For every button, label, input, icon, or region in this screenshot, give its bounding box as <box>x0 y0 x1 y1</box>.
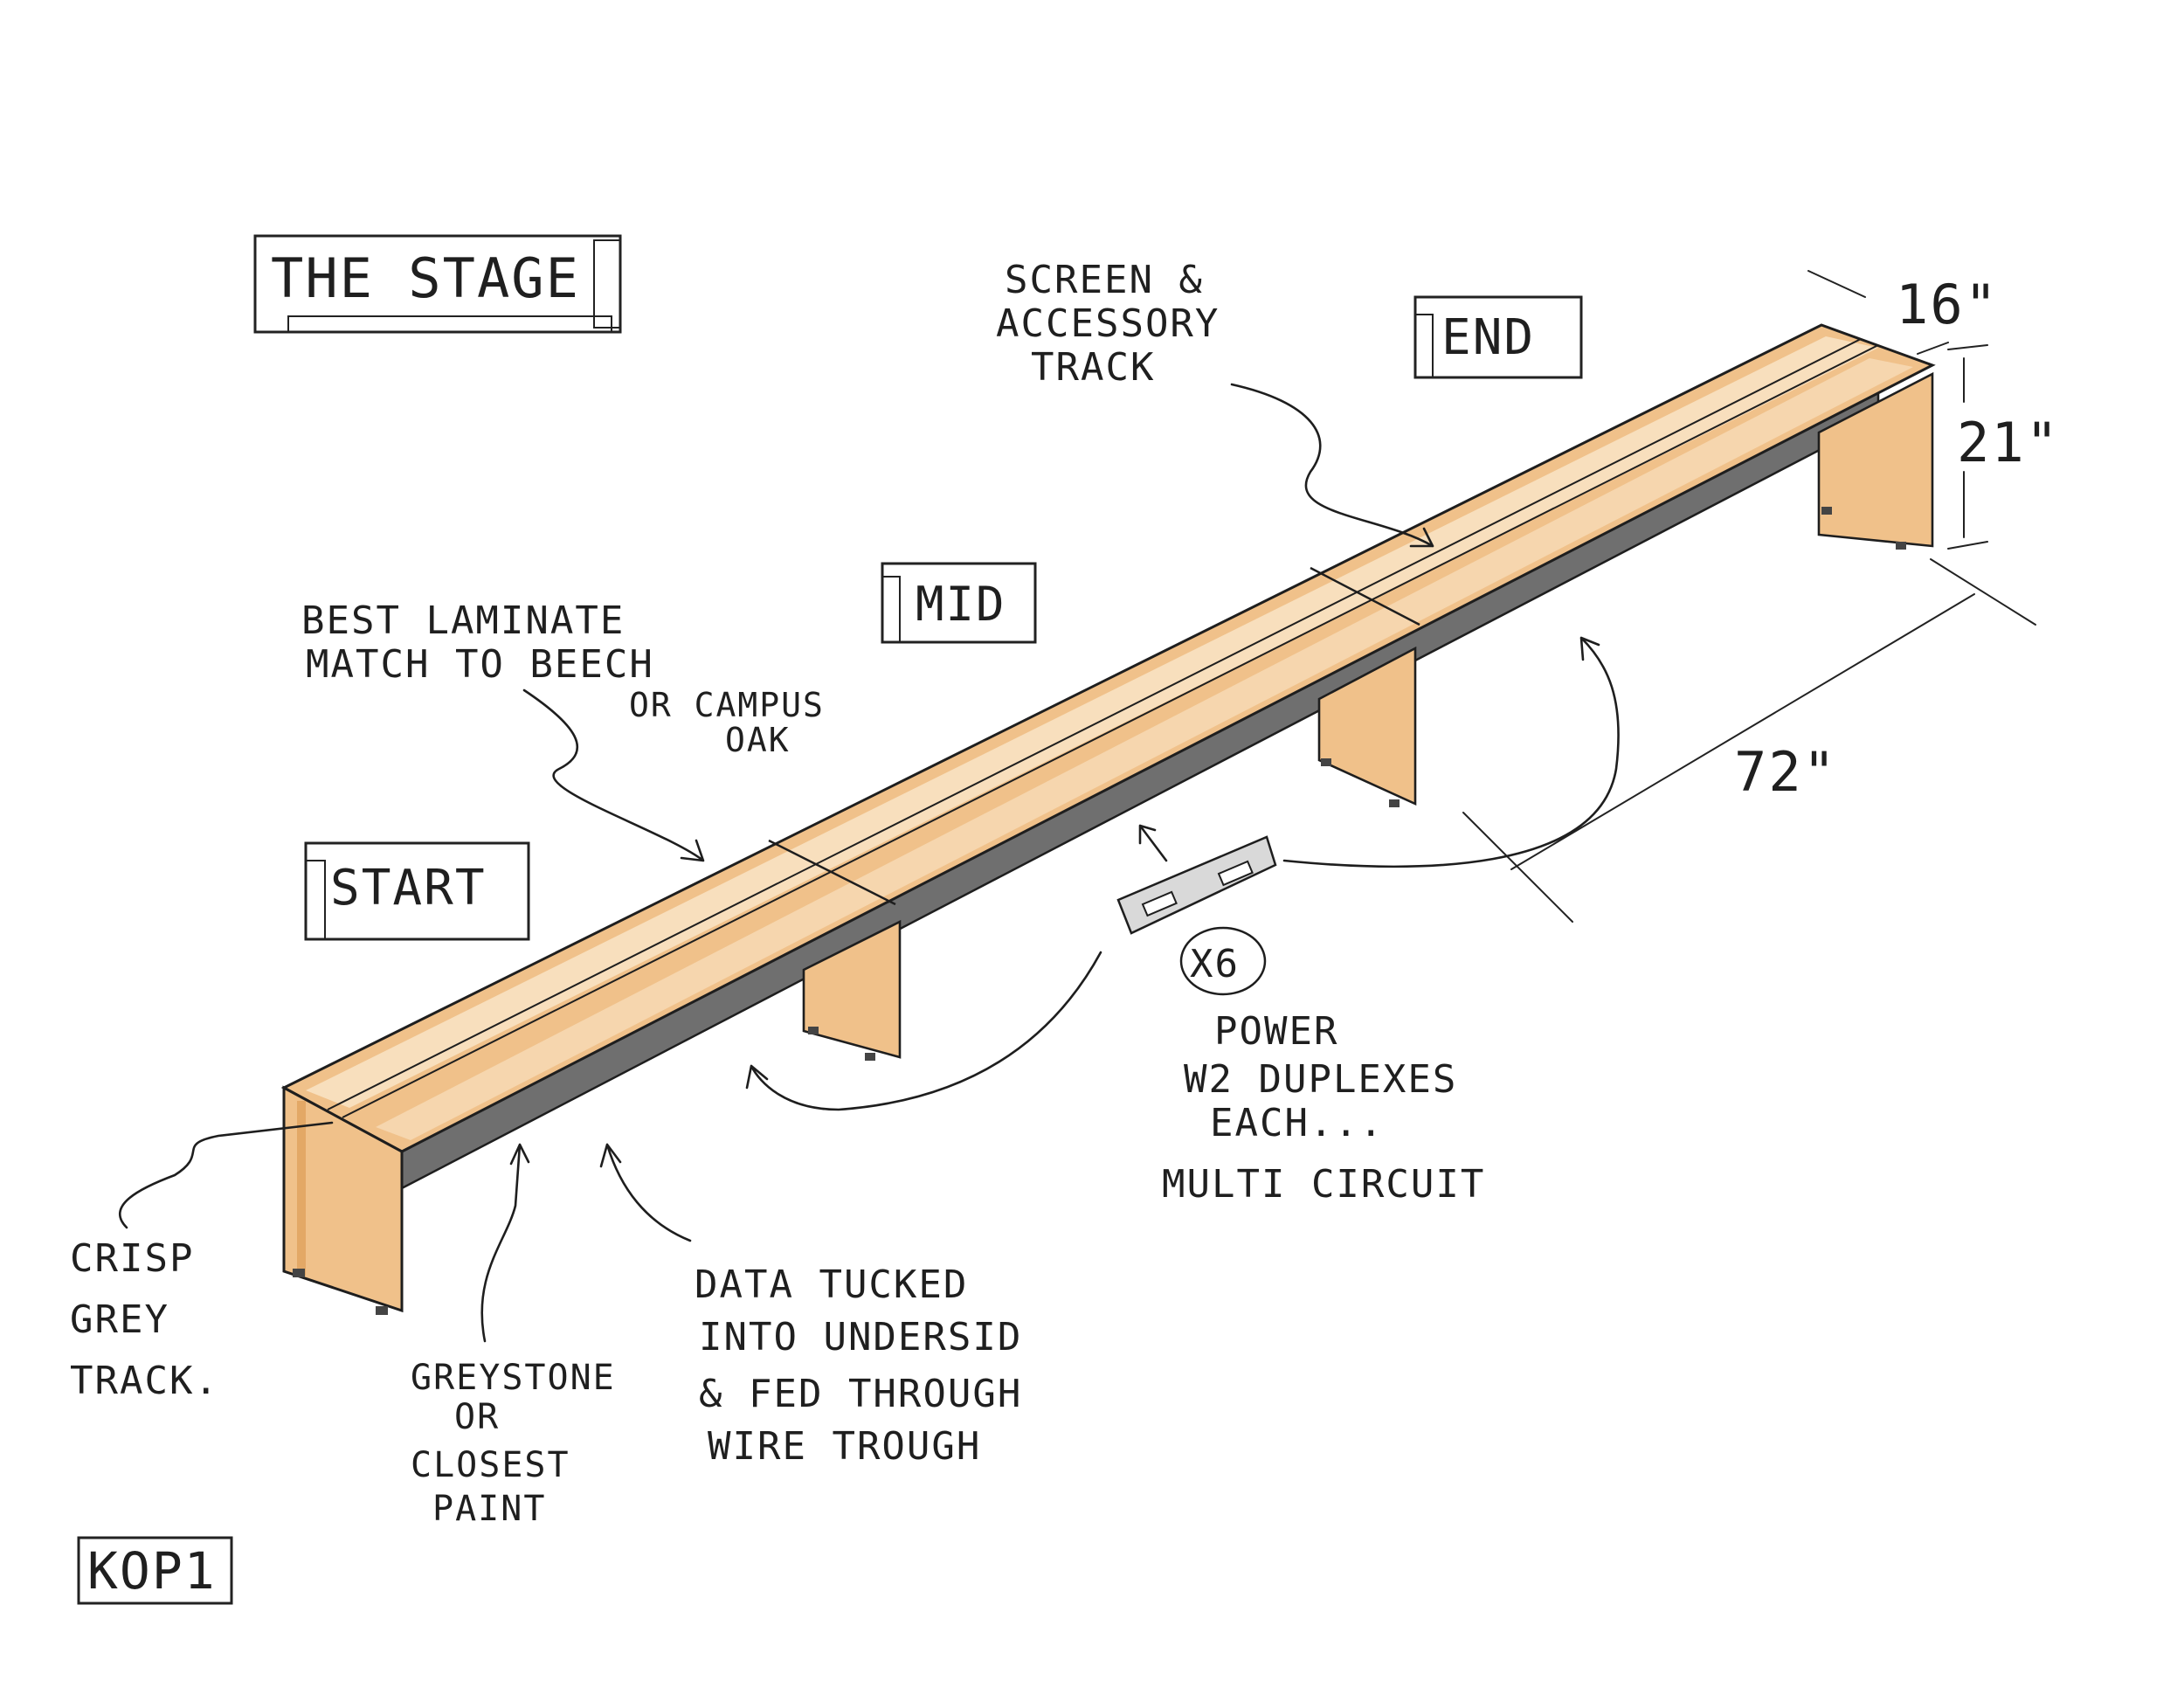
dimension-text: 16" <box>1896 273 1999 336</box>
callout-line: EACH... <box>1210 1101 1384 1145</box>
accessory-track-line-a <box>327 338 1862 1110</box>
callout-line: & FED THROUGH <box>699 1372 1022 1416</box>
leg-start <box>282 1085 404 1313</box>
top-highlight-2 <box>376 358 1913 1140</box>
bench-illustration <box>280 323 1936 1315</box>
label-text: END <box>1441 309 1535 366</box>
tabletop <box>280 323 1936 1153</box>
leader-arrow <box>1282 636 1620 868</box>
box-hatch-left <box>1414 314 1434 378</box>
foot <box>376 1306 388 1315</box>
callout-line: POWER <box>1214 1009 1338 1054</box>
leader-arrow <box>1230 383 1434 548</box>
seam-1 <box>768 839 896 906</box>
seam-2 <box>1310 566 1420 626</box>
foot <box>1321 758 1331 766</box>
leader-arrow <box>745 951 1102 1111</box>
foot <box>293 1269 305 1277</box>
callout-line: PAINT <box>432 1489 546 1529</box>
top-highlight <box>306 336 1878 1108</box>
callout-line: OR CAMPUS <box>629 686 825 724</box>
leader-arrow <box>522 688 705 862</box>
callout-line: MULTI CIRCUIT <box>1162 1162 1485 1207</box>
callout-line: SCREEN & <box>1005 258 1204 302</box>
callout-greystone: GREYSTONE OR CLOSEST PAINT <box>411 1143 616 1529</box>
callout-line: GREYSTONE <box>411 1358 616 1398</box>
callout-laminate: BEST LAMINATE MATCH TO BEECH OR CAMPUS O… <box>301 598 825 862</box>
callout-line: DATA TUCKED <box>695 1263 968 1307</box>
callout-line: TRACK <box>1031 345 1155 390</box>
dimension-text: 72" <box>1734 740 1837 804</box>
label-text: KOP1 <box>87 1541 217 1601</box>
depth-leader <box>1807 270 1949 355</box>
dimension-text: 21" <box>1957 411 2060 474</box>
duplex-outlet <box>1217 860 1254 887</box>
callout-line: CRISP <box>70 1236 194 1281</box>
leader-line <box>119 1121 334 1229</box>
foot <box>1896 542 1906 550</box>
box-hatch-bottom <box>287 315 612 333</box>
box-hatch-left <box>881 576 901 643</box>
dimension-height: 21" <box>1947 344 2060 550</box>
label-sheet-id: KOP1 <box>77 1536 233 1605</box>
length-line <box>1462 558 2036 923</box>
foot <box>1389 799 1400 807</box>
qty-circle <box>1179 926 1267 996</box>
label-the-stage: THE STAGE <box>253 234 622 334</box>
leader-arrow <box>599 1143 692 1242</box>
label-text: THE STAGE <box>271 246 580 310</box>
callout-line: TRACK. <box>70 1359 219 1403</box>
callout-data: DATA TUCKED INTO UNDERSID & FED THROUGH … <box>599 1143 1022 1469</box>
dimension-length: 72" <box>1462 558 2036 923</box>
foot <box>865 1053 875 1061</box>
power-module <box>1116 824 1277 935</box>
label-end: END <box>1413 295 1583 379</box>
foot <box>1821 507 1832 515</box>
power-arrow <box>1138 824 1168 862</box>
leg-mid-left <box>802 919 902 1059</box>
callout-line: WIRE TROUGH <box>708 1424 981 1469</box>
callout-line: MATCH TO BEECH <box>306 642 654 687</box>
label-text: START <box>330 860 487 917</box>
callout-line: OAK <box>725 721 791 759</box>
callout-line: ACCESSORY <box>996 301 1220 346</box>
leader-arrow <box>480 1143 530 1343</box>
callout-crisp: CRISP GREY TRACK. <box>70 1121 334 1403</box>
label-box <box>77 1536 233 1605</box>
callout-line: INTO UNDERSID <box>699 1315 1022 1359</box>
height-line <box>1947 344 1988 550</box>
duplex-outlet <box>1141 890 1178 917</box>
callout-screen-track: SCREEN & ACCESSORY TRACK <box>996 258 1434 548</box>
leg-mid <box>1317 646 1417 806</box>
qty-text: X6 <box>1190 942 1240 986</box>
callout-line: OR <box>454 1397 500 1437</box>
box-hatch-left <box>305 860 326 940</box>
label-start: START <box>304 841 530 941</box>
callout-line: BEST LAMINATE <box>301 598 625 643</box>
box-hatch-right <box>593 239 621 329</box>
callout-line: GREY <box>70 1297 169 1342</box>
dimension-depth: 16" <box>1807 270 1999 355</box>
callout-line: CLOSEST <box>411 1445 570 1485</box>
foot <box>808 1027 819 1034</box>
label-text: MID <box>916 577 1006 632</box>
callout-power: X6 POWER W2 DUPLEXES EACH... MULTI CIRCU… <box>745 636 1620 1207</box>
accessory-track-line-b <box>342 344 1879 1118</box>
callout-line: W2 DUPLEXES <box>1184 1057 1457 1102</box>
leg-end <box>1817 371 1934 548</box>
power-module-body <box>1116 835 1277 935</box>
label-mid: MID <box>881 562 1037 644</box>
